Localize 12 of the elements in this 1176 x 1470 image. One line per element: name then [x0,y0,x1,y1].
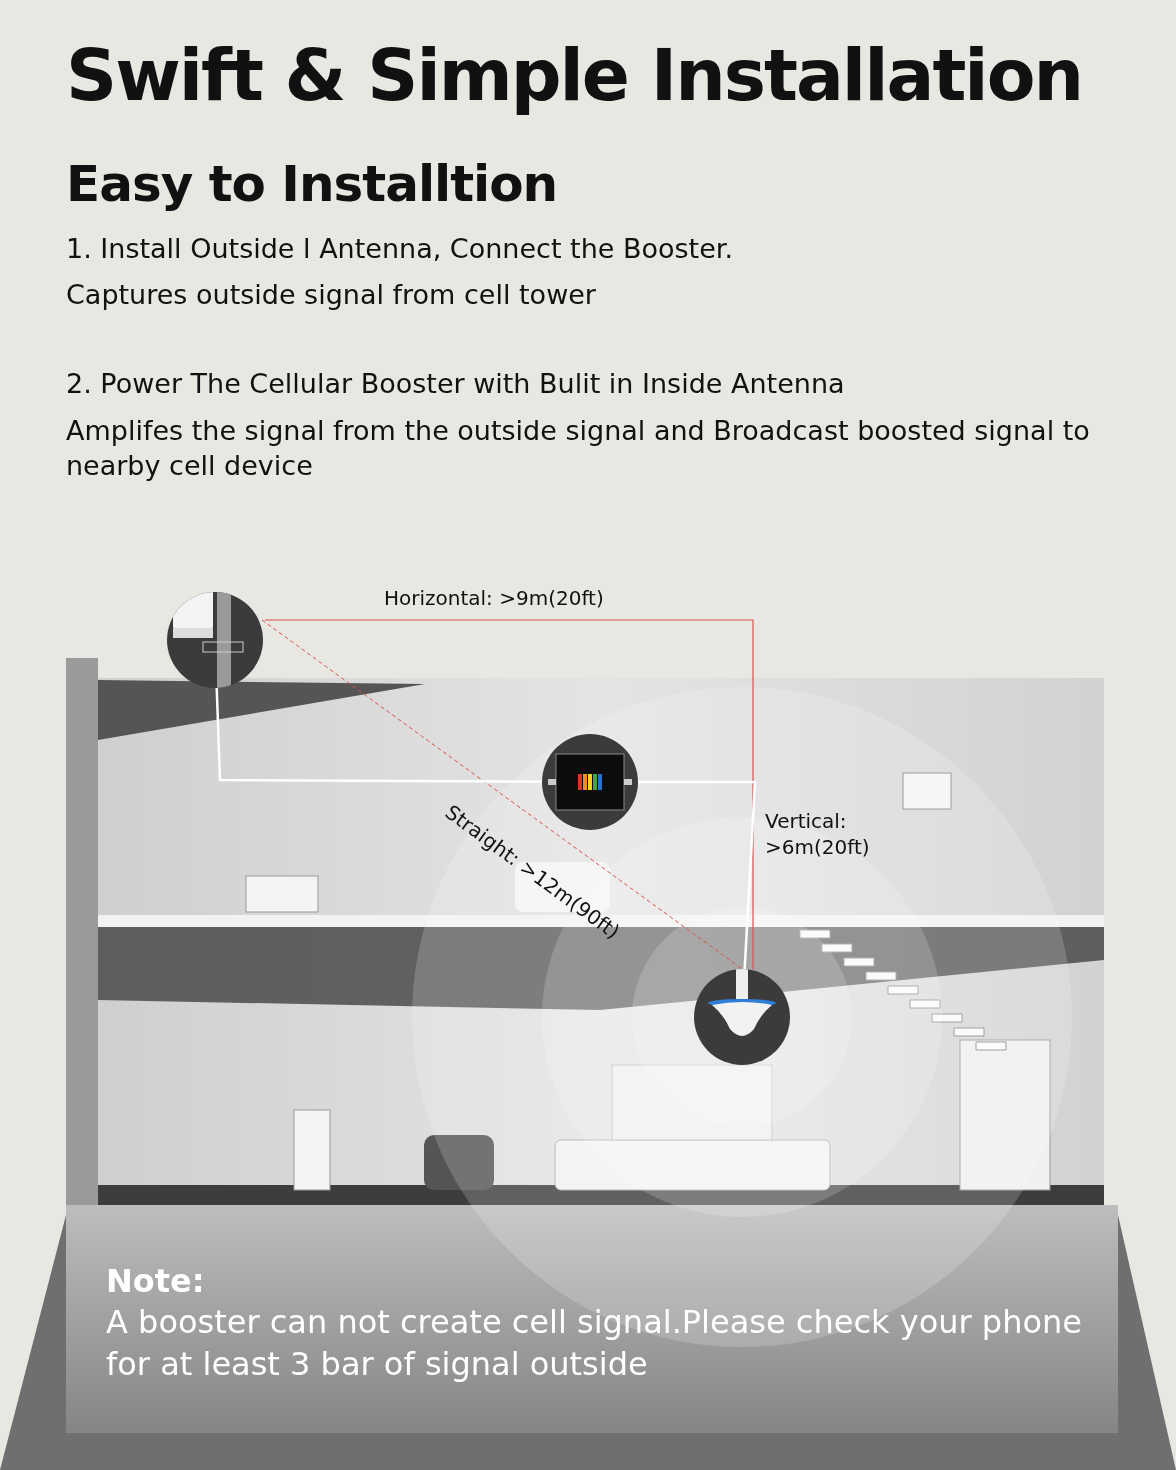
subtitle: Easy to Installtion [66,155,558,213]
dimension-label: Horizontal: >9m(20ft) [384,586,604,610]
cable-line [638,780,757,970]
step-text: Amplifes the signal from the outside signal and Broadcast boosted signal to nearby cell device [66,414,1091,484]
cable-line [215,687,542,783]
title: Swift & Simple Installation [66,34,1082,117]
dimension-label: Vertical: >6m(20ft) [765,808,871,860]
step-text: 1. Install Outside l Antenna, Connect the Booster. [66,233,733,264]
step-text: 2. Power The Cellular Booster with Bulit in Inside Antenna [66,368,845,399]
note-heading: Note: [106,1262,205,1300]
step-text: Captures outside signal from cell tower [66,279,596,310]
note-text: A booster can not create cell signal.Please check your phone for at least 3 bar of signal outside [106,1302,1083,1385]
